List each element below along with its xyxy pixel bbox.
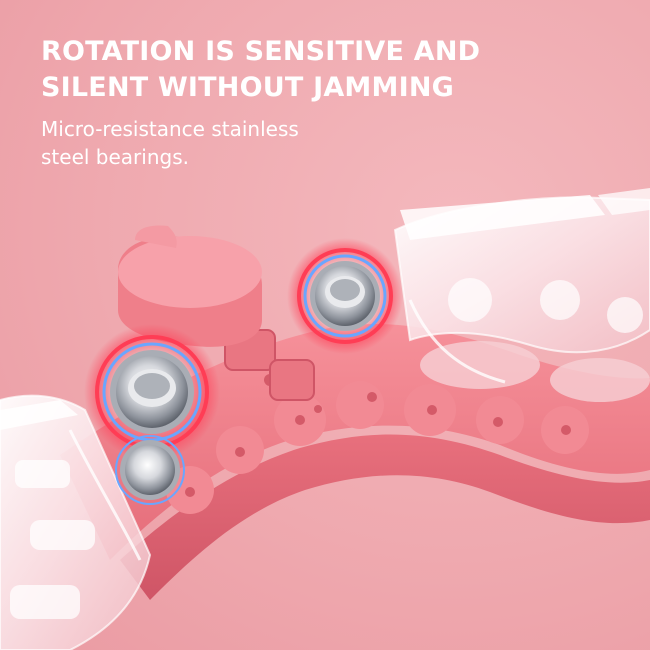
subline: Micro-resistance stainless steel bearing… xyxy=(41,115,381,171)
steel-bearing-icon xyxy=(84,238,403,505)
headline-line-2: SILENT WITHOUT JAMMING xyxy=(41,72,454,103)
clear-shell-left xyxy=(0,394,152,650)
clear-shell-right xyxy=(393,188,650,402)
subline-line-2: steel bearings. xyxy=(41,145,189,169)
subline-line-1: Micro-resistance stainless xyxy=(41,117,299,141)
headline: ROTATION IS SENSITIVE AND SILENT WITHOUT… xyxy=(41,34,501,106)
weight-disc xyxy=(118,225,262,347)
headline-line-1: ROTATION IS SENSITIVE AND xyxy=(41,36,481,67)
